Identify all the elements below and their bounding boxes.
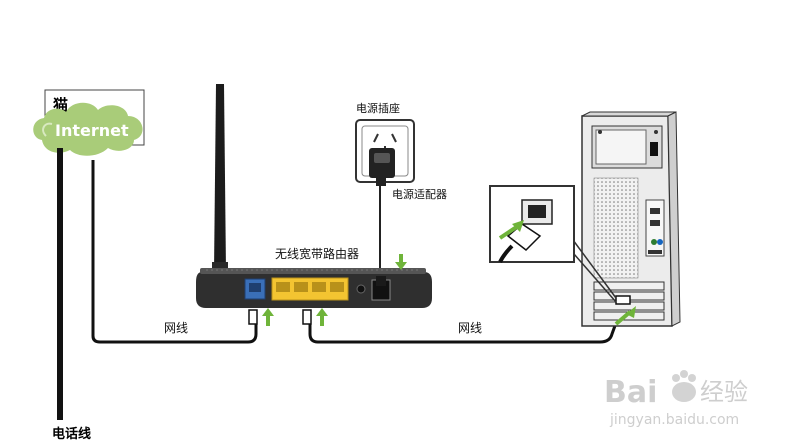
computer-tower (581, 111, 681, 327)
router (196, 84, 432, 308)
internet-cloud (33, 102, 143, 156)
lan-ports (271, 277, 349, 301)
modem-box: 猫 Internet (33, 89, 145, 156)
baidu-paw-icon (672, 370, 696, 402)
network-cable-label-right: 网线 (458, 321, 482, 335)
down-arrow-icon (395, 254, 407, 270)
network-cable-router-pc (308, 311, 622, 344)
ethernet-callout (489, 185, 617, 303)
internet-label: Internet (55, 121, 129, 140)
watermark-brand: Bai (604, 375, 657, 410)
network-cable-label-left: 网线 (164, 321, 188, 335)
antenna-icon (212, 84, 228, 278)
network-cable-modem-router (91, 160, 258, 344)
power-socket-label: 电源插座 (356, 101, 400, 115)
ethernet-plug-icon (248, 309, 312, 325)
up-arrow-icon (262, 308, 328, 326)
up-arrow-icon (498, 220, 524, 240)
router-label: 无线宽带路由器 (275, 246, 359, 261)
watermark-brand-cn: 经验 (700, 378, 748, 406)
reset-button (356, 284, 366, 294)
watermark-url: jingyan.baidu.com (609, 412, 739, 428)
power-adapter-label: 电源适配器 (392, 187, 447, 201)
up-arrow-icon (614, 306, 636, 326)
phone-line-label: 电话线 (52, 426, 91, 442)
power-plug-icon (369, 148, 395, 186)
watermark: Bai 经验 jingyan.baidu.com (604, 370, 748, 428)
